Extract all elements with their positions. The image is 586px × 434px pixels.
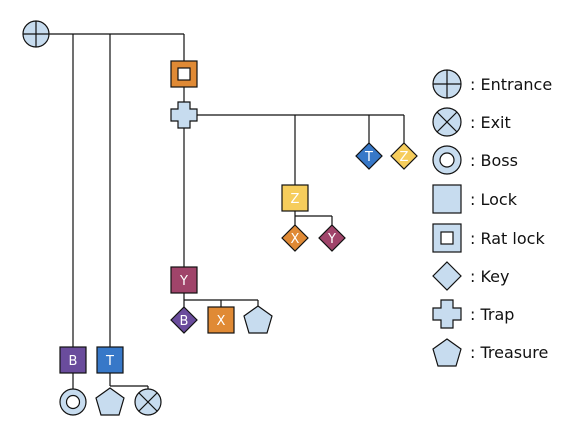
legend-label: : Treasure — [470, 343, 548, 362]
rat-lock-node — [170, 60, 198, 88]
legend-label: : Trap — [470, 305, 514, 324]
key-b-label: B — [180, 314, 189, 329]
legend-item-key: : Key — [432, 261, 509, 291]
lock-t-label: T — [105, 354, 114, 369]
legend-item-treasure: : Treasure — [432, 338, 548, 367]
key-z-node: Z — [390, 142, 418, 170]
lock-b-label: B — [69, 354, 78, 369]
lock-y-node: Y — [170, 266, 198, 294]
exit-icon — [432, 107, 462, 137]
legend-item-boss: : Boss — [432, 145, 518, 175]
trap-node — [170, 101, 198, 129]
entrance-node — [22, 20, 50, 48]
lock-icon — [432, 184, 462, 214]
key-icon — [432, 261, 462, 291]
legend-item-rat-lock: : Rat lock — [432, 223, 545, 253]
edges — [36, 33, 405, 402]
lock-z-node: Z — [281, 184, 309, 212]
boss-icon — [432, 145, 462, 175]
lock-x-node: X — [207, 306, 235, 334]
boss-node — [59, 388, 87, 416]
legend: : Entrance : Exit : Boss : Lock — [432, 69, 552, 367]
key-t-label: T — [364, 150, 373, 165]
rat-lock-icon — [432, 223, 462, 253]
legend-label: : Entrance — [470, 75, 552, 94]
legend-label: : Exit — [470, 113, 511, 132]
entrance-icon — [432, 69, 462, 99]
legend-label: : Boss — [470, 151, 518, 170]
key-y-label: Y — [327, 232, 336, 247]
key-y-node: Y — [318, 224, 346, 252]
legend-item-exit: : Exit — [432, 107, 511, 137]
lock-x-label: X — [217, 314, 226, 329]
treasure-node — [95, 387, 125, 416]
key-b-node: B — [170, 306, 198, 334]
trap-icon — [432, 299, 462, 329]
legend-item-trap: : Trap — [432, 299, 514, 329]
key-t-node: T — [355, 142, 383, 170]
legend-label: : Rat lock — [470, 229, 545, 248]
treasure-icon — [432, 338, 462, 367]
key-z-label: Z — [400, 150, 409, 165]
lock-t-node: T — [96, 346, 124, 374]
lock-z-label: Z — [291, 192, 300, 207]
legend-label: : Key — [470, 267, 509, 286]
lock-y-label: Y — [179, 274, 188, 289]
legend-label: : Lock — [470, 190, 518, 209]
lock-b-node: B — [59, 346, 87, 374]
legend-item-lock: : Lock — [432, 184, 518, 214]
key-x-node: X — [281, 224, 309, 252]
treasure-node — [243, 305, 273, 334]
exit-node — [134, 388, 162, 416]
key-x-label: X — [291, 232, 300, 247]
legend-item-entrance: : Entrance — [432, 69, 552, 99]
